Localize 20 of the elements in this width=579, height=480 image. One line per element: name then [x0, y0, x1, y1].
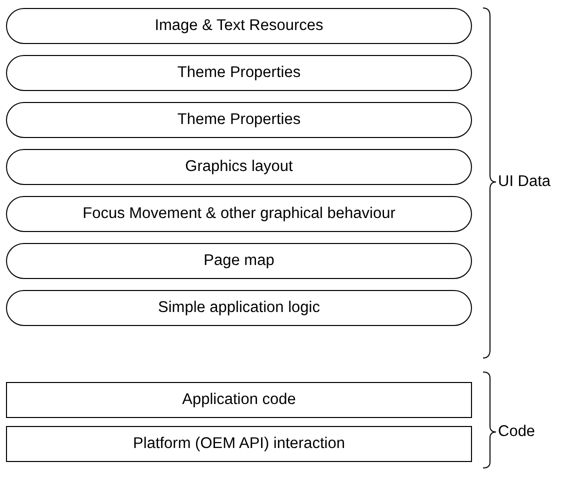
box-label: Theme Properties [177, 111, 301, 129]
box-label: Platform (OEM API) interaction [133, 435, 345, 453]
box-label: Graphics layout [185, 158, 293, 176]
box-label: Application code [182, 391, 296, 409]
box-label: Page map [204, 252, 274, 270]
box-label: Focus Movement & other graphical behaviour [82, 205, 396, 223]
box-label: Image & Text Resources [154, 17, 324, 35]
group-label: Code [498, 423, 536, 441]
group-label: UI Data [498, 173, 551, 191]
rounded-box [6, 196, 472, 232]
process-box [6, 382, 472, 418]
rounded-box [6, 243, 472, 279]
rounded-box [6, 55, 472, 91]
process-box [6, 426, 472, 462]
box-label: Simple application logic [158, 299, 320, 317]
rounded-box [6, 149, 472, 185]
rounded-box [6, 290, 472, 326]
rounded-box [6, 102, 472, 138]
box-label: Theme Properties [177, 64, 301, 82]
rounded-box [6, 8, 472, 44]
